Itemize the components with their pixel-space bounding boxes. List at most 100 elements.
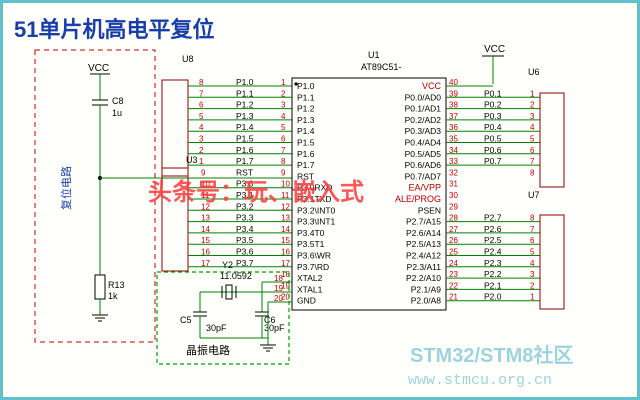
u1-pin-name: P2.6/A14 <box>406 228 441 238</box>
c8-ref: C8 <box>112 96 124 106</box>
net-label: P1.5 <box>236 134 254 144</box>
u1-pin-name: P3.2\INT0 <box>297 205 336 215</box>
u1-pin-number: 33 <box>449 157 458 166</box>
u1-pin-name: P1.4 <box>297 126 315 136</box>
u1-pin-name: P3.5T1 <box>297 239 325 249</box>
net-label: P1.1 <box>236 88 254 98</box>
c8-value: 1u <box>112 108 122 118</box>
net-label: P0.5 <box>484 134 502 144</box>
u1-pin-number: 10 <box>281 180 290 189</box>
net-label: P3.4 <box>236 224 254 234</box>
footer-brand: STM32/STM8社区 <box>410 343 573 367</box>
net-label: P2.0 <box>484 292 502 302</box>
net-label: P3.2 <box>236 201 254 211</box>
c6-value: 30pF <box>264 323 285 333</box>
u1-pin-name: P3.4T0 <box>297 228 325 238</box>
u8-connector <box>161 79 189 177</box>
net-label: P3.1 <box>236 190 254 200</box>
u1-pin-number: 1 <box>281 78 286 87</box>
net-label: P1.4 <box>236 122 254 132</box>
u1-pin-number: 18 <box>281 270 290 279</box>
xtal-pin-number: 20 <box>274 294 283 303</box>
u8-pin-number: 8 <box>199 78 204 87</box>
u7-ref: U7 <box>528 190 540 200</box>
u7-pin-number: 8 <box>530 214 535 223</box>
u1-pin-number: 34 <box>449 146 458 155</box>
u1-pin-name: P3.7\RD <box>297 262 329 272</box>
ground-icon <box>92 314 108 322</box>
u7-connector <box>539 214 565 310</box>
u1-pin-number: 28 <box>449 214 458 223</box>
u7-pin-number: 7 <box>530 225 535 234</box>
u7-pin-number: 2 <box>530 281 535 290</box>
footer-url: www.stmcu.org.cn <box>408 372 552 389</box>
net-label: P0.7 <box>484 156 502 166</box>
u1-pin-name: P1.7 <box>297 160 315 170</box>
u1-pin-number: 38 <box>449 101 458 110</box>
u1-pin-name: ALE/PROG <box>395 194 441 204</box>
u7-pin-number: 3 <box>530 270 535 279</box>
net-label: P2.7 <box>484 213 502 223</box>
u1-pin-name: VCC <box>422 81 442 91</box>
reset-circuit-box <box>34 49 156 343</box>
u1-pin-number: 31 <box>449 180 458 189</box>
u1-pin-name: P0.2/AD2 <box>405 115 442 125</box>
u8-pin-number: 3 <box>199 135 204 144</box>
ground-icon <box>260 344 276 352</box>
c6-ref: C6 <box>264 315 276 325</box>
u1-pin-number: 23 <box>449 270 458 279</box>
u8-pin-number: 6 <box>199 101 204 110</box>
u1-pin-name: P2.2/A10 <box>406 273 441 283</box>
u6-pin-number: 2 <box>530 101 535 110</box>
u1-pin1-marker <box>294 82 298 86</box>
u3-pin-number: 12 <box>201 202 210 211</box>
u1-pin-number: 4 <box>281 112 286 121</box>
u3-pin-number: 9 <box>201 168 206 177</box>
u1-pin-name: P3.1TXD <box>297 194 332 204</box>
c5-value: 30pF <box>206 323 227 333</box>
u1-pin-name: P1.0 <box>297 81 315 91</box>
u1-pin-name: P2.4/A12 <box>406 251 441 261</box>
crystal-y2 <box>221 284 237 300</box>
net-label: P3.5 <box>236 235 254 245</box>
u1-pin-number: 35 <box>449 135 458 144</box>
crystal-circuit-label: 晶振电路 <box>186 343 230 357</box>
u1-pin-number: 32 <box>449 168 458 177</box>
u1-pin-number: 12 <box>281 202 290 211</box>
u1-pin-name: RST <box>297 171 314 181</box>
u1-pin-number: 8 <box>281 157 286 166</box>
u1-pin-number: 25 <box>449 248 458 257</box>
u1-pin-number: 6 <box>281 135 286 144</box>
u1-pin-number: 19 <box>281 281 290 290</box>
u7-pin-number: 5 <box>530 248 535 257</box>
u1-pin-name: P3.3\INT1 <box>297 217 336 227</box>
c5-ref: C5 <box>180 315 192 325</box>
u1-pin-name: P3.6\WR <box>297 251 331 261</box>
u1-pin-number: 9 <box>281 168 286 177</box>
net-label: P1.0 <box>236 77 254 87</box>
net-label: P1.7 <box>236 156 254 166</box>
u1-pin-number: 39 <box>449 89 458 98</box>
net-label: P0.2 <box>484 100 502 110</box>
u6-pin-number: 4 <box>530 123 535 132</box>
u1-pin-name: P1.3 <box>297 115 315 125</box>
u1-pin-number: 11 <box>281 191 290 200</box>
u3-pin-number: 10 <box>201 180 210 189</box>
u1-ref: U1 <box>368 50 380 60</box>
net-label: P0.6 <box>484 145 502 155</box>
right-net-group: P0.1P0.2P0.3P0.4P0.5P0.6P0.7P2.7P2.6P2.5… <box>446 85 540 302</box>
r13-ref: R13 <box>108 280 125 290</box>
u6-pin-number: 5 <box>530 135 535 144</box>
vcc-left-label: VCC <box>88 63 109 74</box>
net-label: P2.1 <box>484 280 502 290</box>
u1-pin-name: P0.5/AD5 <box>405 149 442 159</box>
xtal-pin-number: 18 <box>274 274 283 283</box>
u8-pin-number: 4 <box>199 123 204 132</box>
watermark-text: 头条号：玩、嵌入式 <box>148 178 364 206</box>
y2-value: 11.0592 <box>220 271 252 281</box>
u1-pin-number: 27 <box>449 225 458 234</box>
net-label: P3.7 <box>236 258 254 268</box>
u3-pin-number: 17 <box>201 259 210 268</box>
net-label: P1.6 <box>236 145 254 155</box>
